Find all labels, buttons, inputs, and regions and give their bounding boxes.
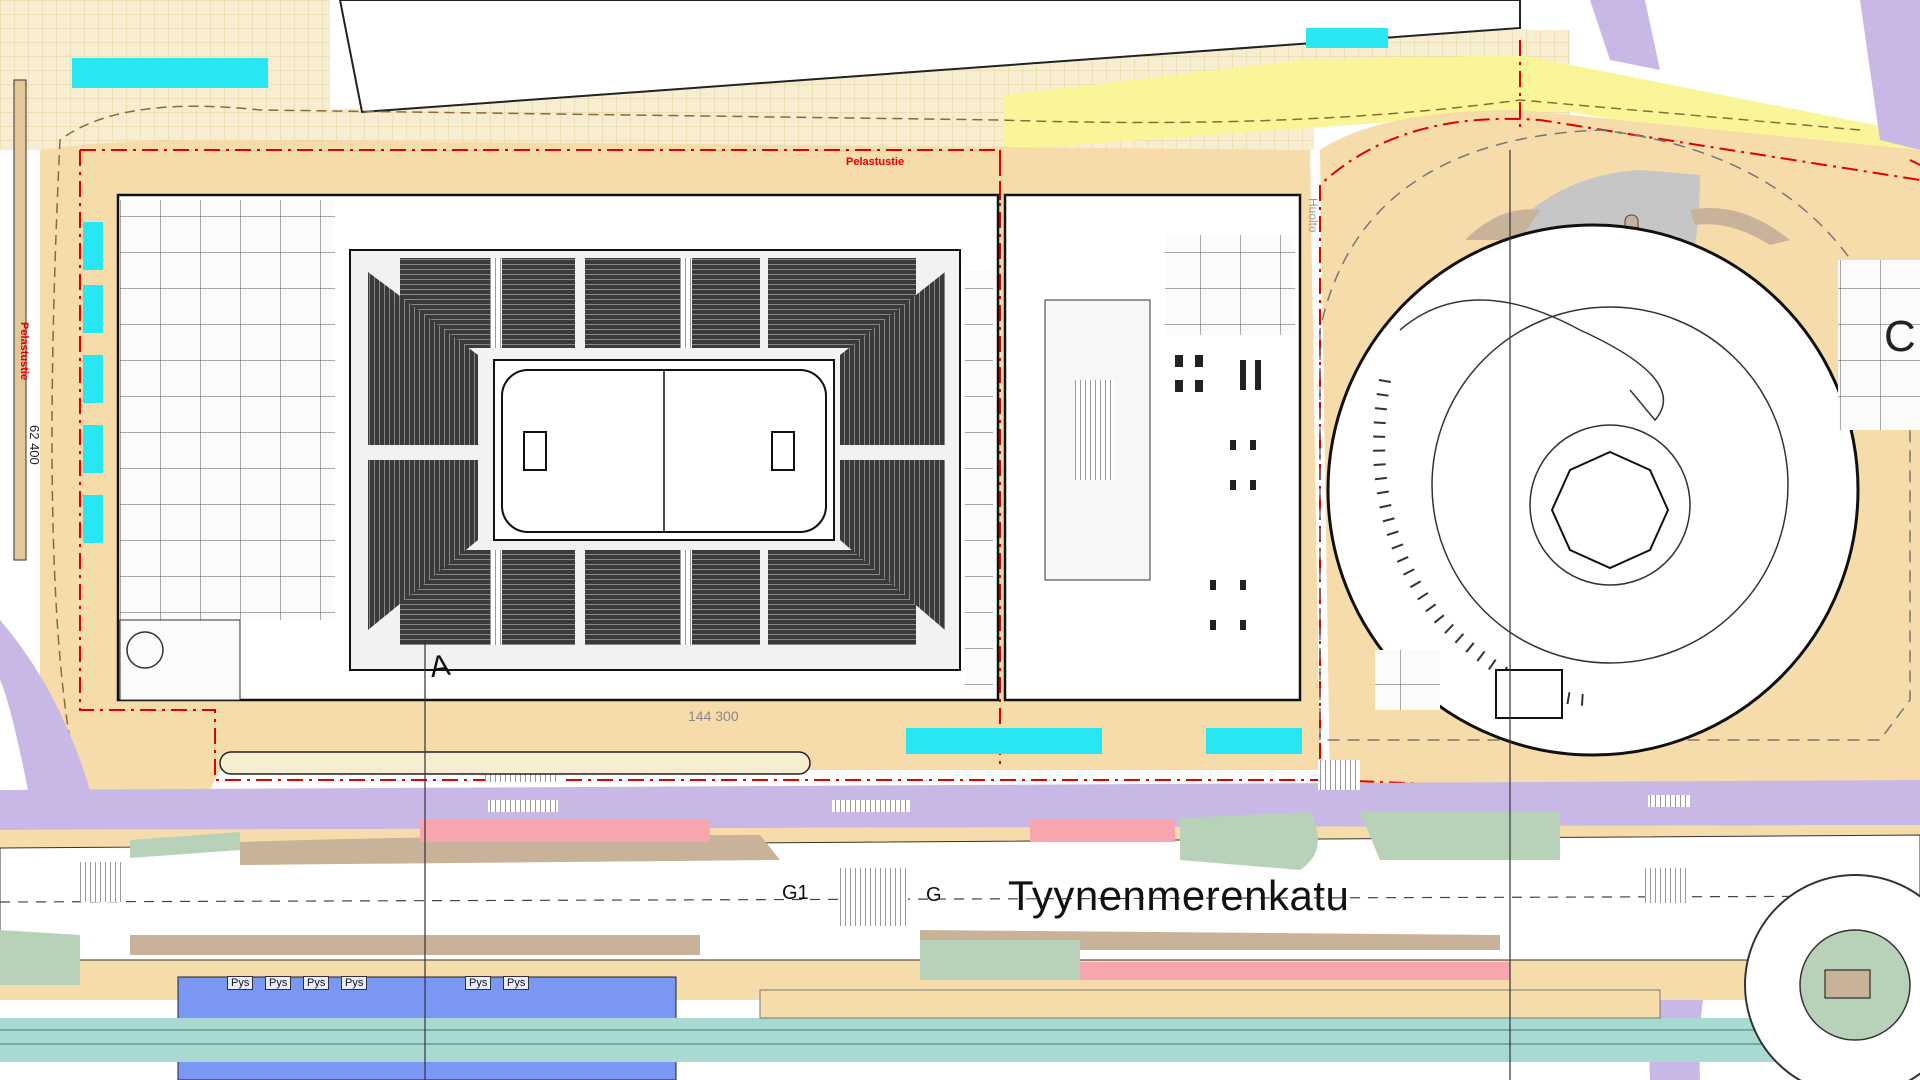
roundabout-sign [1824,969,1871,999]
arena-toilets [165,485,285,605]
rotunda-lane [1319,129,1911,741]
road-purple-left-curve [0,620,90,800]
median-brown-1 [240,835,780,865]
dimension-horizontal-label: 144 300 [688,708,739,724]
crosswalk-8 [80,862,125,902]
arena-rooms-right [965,270,993,690]
rotunda-service [1375,650,1440,710]
stand-top-2 [585,258,760,348]
parking-label: Pys [503,976,530,990]
stand-right-upper [840,272,945,445]
fire-route [51,99,1861,741]
partial-label-right: C [1884,312,1916,361]
median-green-1 [130,832,240,858]
rail-lines [0,1029,1920,1045]
section-marker-g1: G1 [782,882,809,904]
service-road-label: Huolto [1306,198,1320,233]
carriageway-center [0,895,1920,903]
cyan-stall-5 [83,495,103,543]
stand-aisle-1 [490,258,502,348]
crosswalk-2 [488,800,558,812]
median-pink-2 [1030,820,1175,842]
restaurant-escalator [1075,380,1115,480]
stand-left-upper [368,272,478,445]
parking-label: Pys [465,976,492,990]
median-green-4 [0,930,80,985]
stand-bottom-2 [585,550,760,645]
rail-sand [759,989,1661,1019]
footpath-label-left: Pelastustie [18,322,30,381]
cyan-stall-1 [83,222,103,270]
cyan-strip-top [72,58,268,88]
brown-strip-1 [1465,209,1540,240]
arena-rooms-bottom-left [119,619,241,701]
rotunda-ramp-spiral [1399,299,1665,422]
bus-stop-1 [219,751,811,775]
cyan-strip-top-right [1306,28,1388,48]
rail-corridor [0,1018,1920,1062]
median-green-2 [1180,812,1318,870]
footpath-label-top: Pelastustie [846,156,905,168]
lounge-table [126,631,164,669]
parking-label: Pys [303,976,330,990]
goal-area-left [523,431,547,471]
cyan-strip-bottom-2 [1206,728,1302,754]
parking-label: Pys [265,976,292,990]
goal-area-right [771,431,795,471]
stand-aisle-2 [680,258,692,348]
cyan-stall-3 [83,355,103,403]
stand-aisle-4 [680,550,692,645]
median-brown-3 [130,935,700,955]
purple-road-top-right [1590,0,1660,70]
parking-label: Pys [227,976,254,990]
brown-strip-2 [1690,208,1790,245]
crosswalk-4 [832,800,910,812]
crosswalk-7 [1645,868,1690,903]
stand-aisle-3 [490,550,502,645]
street-name-label: Tyynenmerenkatu [1008,872,1350,919]
median-pink-1 [420,820,710,842]
crosswalk-5 [1318,760,1360,790]
median-green-5 [920,940,1080,980]
existing-building [338,0,1521,114]
cyan-stall-4 [83,425,103,473]
plaza-grid-strip [330,60,1004,160]
crosswalk-3 [838,868,908,926]
rotunda-entrance [1495,669,1563,719]
rotunda-core [1550,450,1670,570]
section-marker-g2: G [926,884,942,906]
rotunda-side-rooms [1838,260,1920,430]
purple-road-far-right [1860,0,1920,150]
cyan-stall-2 [83,285,103,333]
stand-right-lower [840,460,945,630]
dimension-vertical-label: 62 400 [27,425,42,465]
stand-left-lower [368,460,478,630]
restaurant-seating [1175,355,1261,630]
median-pink-3 [1080,962,1510,980]
median-green-3 [1360,812,1560,860]
parking-label: Pys [341,976,368,990]
restaurant-rooms [1165,235,1295,335]
left-walkway [13,79,27,561]
crosswalk-6 [1648,795,1690,807]
cyan-strip-bottom-1 [906,728,1102,754]
